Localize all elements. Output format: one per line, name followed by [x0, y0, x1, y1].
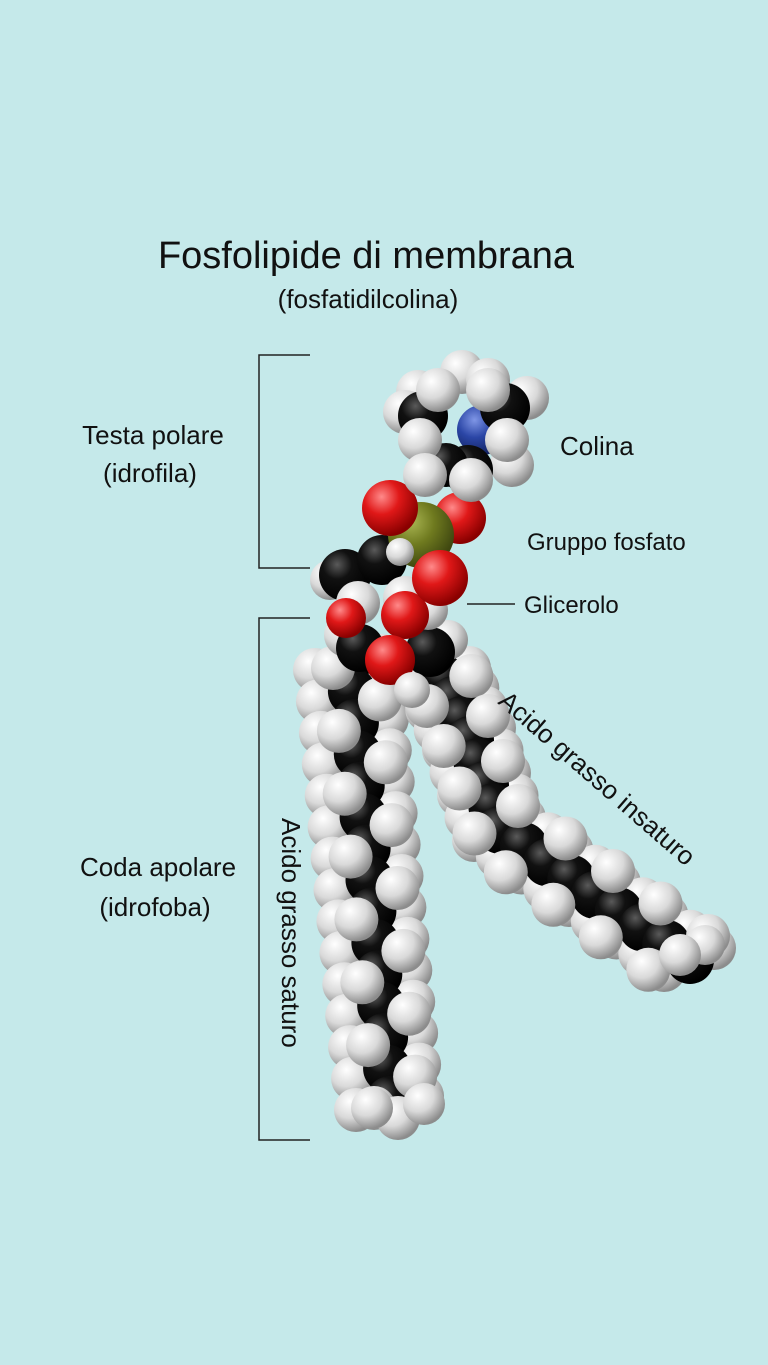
- phosphatidylcholine-model: [293, 350, 736, 1140]
- hydrogen-atom: [421, 724, 466, 768]
- hydrogen-atom: [340, 960, 385, 1005]
- oxygen-atom: [365, 635, 415, 685]
- tail-label-line1: Coda apolare: [80, 852, 236, 882]
- choline-label: Colina: [560, 431, 634, 461]
- hydrogen-atom: [398, 418, 442, 462]
- hydrogen-atom: [328, 834, 373, 879]
- hydrogen-atom: [334, 897, 379, 942]
- hydrogen-atom: [386, 538, 414, 566]
- head-label-line1: Testa polare: [82, 420, 224, 450]
- hydrogen-atom: [394, 672, 430, 708]
- hydrogen-atom: [466, 368, 510, 412]
- hydrogen-atom: [403, 453, 447, 497]
- saturated-acid-label: Acido grasso saturo: [276, 818, 306, 1048]
- hydrogen-atom: [449, 458, 493, 502]
- phosphate-label: Gruppo fosfato: [527, 529, 686, 556]
- hydrogen-atom: [531, 882, 576, 927]
- oxygen-atom: [326, 598, 366, 638]
- hydrogen-atom: [437, 766, 482, 811]
- hydrogen-atom: [387, 991, 432, 1036]
- head-bracket: [258, 354, 310, 569]
- hydrogen-atom: [346, 1023, 391, 1068]
- hydrogen-atom: [416, 368, 460, 412]
- hydrogen-atom: [316, 708, 361, 753]
- hydrogen-atom: [466, 694, 510, 738]
- tail-label-line2: (idrofoba): [99, 892, 210, 922]
- hydrogen-atom: [449, 654, 494, 698]
- glycerol-label: Glicerolo: [524, 592, 619, 619]
- hydrogen-atom: [638, 881, 683, 926]
- hydrogen-atom: [496, 784, 540, 828]
- carbon-atom: [405, 627, 455, 677]
- page-subtitle: (fosfatidilcolina): [278, 284, 459, 314]
- hydrogen-atom: [381, 928, 426, 973]
- hydrogen-atom: [591, 849, 635, 893]
- hydrogen-atom: [369, 803, 414, 848]
- oxygen-atom: [381, 591, 429, 639]
- hydrogen-atom: [452, 811, 497, 856]
- hydrogen-atom: [322, 771, 367, 816]
- hydrogen-atom: [403, 1083, 445, 1125]
- hydrogen-atom: [375, 866, 420, 910]
- page-title: Fosfolipide di membrana: [158, 235, 575, 277]
- head-label-line2: (idrofila): [103, 458, 197, 488]
- hydrogen-atom: [626, 947, 671, 992]
- hydrogen-atom: [363, 740, 408, 785]
- hydrogen-atom: [483, 850, 528, 895]
- hydrogen-atom: [485, 418, 529, 462]
- oxygen-atom: [362, 480, 418, 536]
- tail-bracket: [258, 617, 310, 1141]
- hydrogen-atom: [659, 934, 701, 976]
- hydrogen-atom: [481, 739, 525, 783]
- oxygen-atom: [412, 550, 468, 606]
- hydrogen-atom: [578, 915, 623, 960]
- hydrogen-atom: [543, 816, 588, 861]
- hydrogen-atom: [351, 1087, 393, 1129]
- hydrogen-atom: [357, 677, 402, 722]
